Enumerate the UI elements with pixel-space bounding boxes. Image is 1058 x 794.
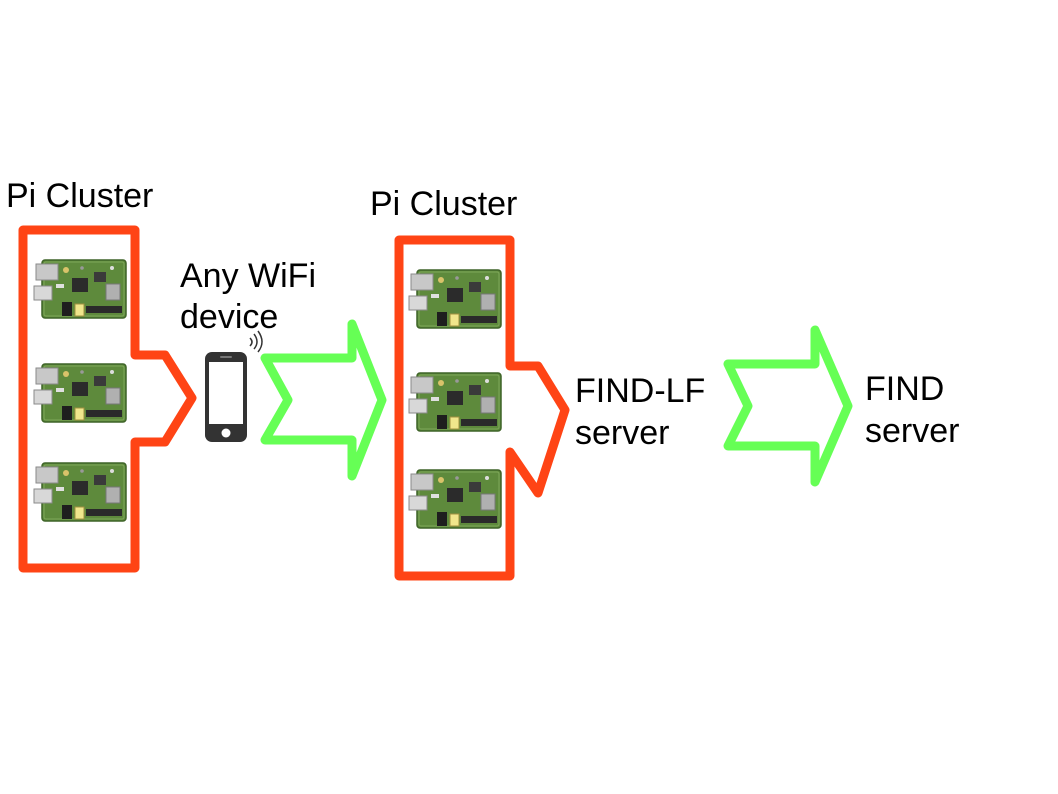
flow-arrow-1 [260,319,387,481]
find-lf-label-line2: server [575,414,670,452]
find-label-line1: FIND [865,370,945,408]
wifi-signal-icon [249,330,263,353]
middle-cluster-bracket [394,235,570,581]
raspberry-pi-board-icon [408,372,502,432]
middle-cluster-title: Pi Cluster [370,185,518,223]
find-lf-label-line1: FIND-LF [575,372,706,410]
find-label-line2: server [865,412,960,450]
smartphone-icon [205,352,247,442]
raspberry-pi-board-icon [33,462,127,522]
left-cluster-title: Pi Cluster [6,177,154,215]
raspberry-pi-board-icon [408,469,502,529]
raspberry-pi-board-icon [33,363,127,423]
raspberry-pi-board-icon [408,269,502,329]
device-label-line1: Any WiFi [180,257,316,295]
device-label-line2: device [180,298,279,336]
flow-arrow-2 [723,325,853,487]
left-cluster-bracket [18,225,197,573]
raspberry-pi-board-icon [33,259,127,319]
